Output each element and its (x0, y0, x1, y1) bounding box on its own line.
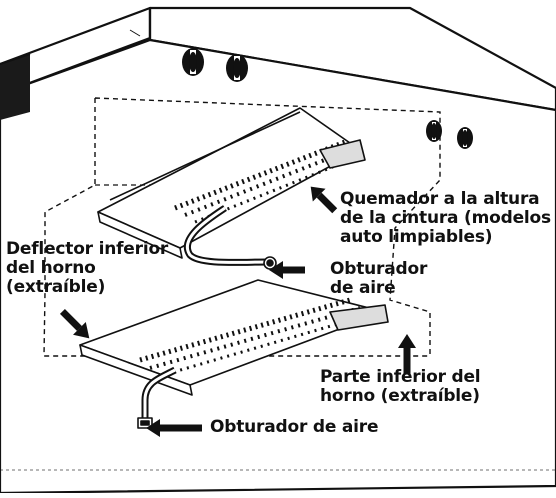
knob-icon (457, 127, 473, 149)
arrow-obturador-superior (269, 261, 305, 279)
upper-burner (97, 107, 366, 270)
label-parte-inferior: Parte inferior del horno (extraíble) (320, 367, 481, 406)
label-obturador-inferior: Obturador de aire (210, 417, 379, 437)
pointer-arrows (59, 186, 416, 437)
label-quemador: Quemador a la altura de la cintura (mode… (340, 189, 551, 247)
knob-icon (226, 54, 248, 82)
arrow-quemador (310, 186, 338, 214)
knob-icon (182, 48, 204, 76)
control-knobs (182, 48, 473, 149)
arrow-parte-inferior (398, 334, 416, 374)
arrow-deflector (59, 308, 90, 339)
label-deflector: Deflector inferior del horno (extraíble) (6, 239, 169, 297)
side-shadow (0, 54, 30, 120)
arrow-obturador-inferior (146, 419, 202, 437)
label-obturador-superior: Obturador de aire (330, 259, 428, 298)
knob-icon (426, 120, 442, 142)
lower-burner (79, 279, 389, 429)
